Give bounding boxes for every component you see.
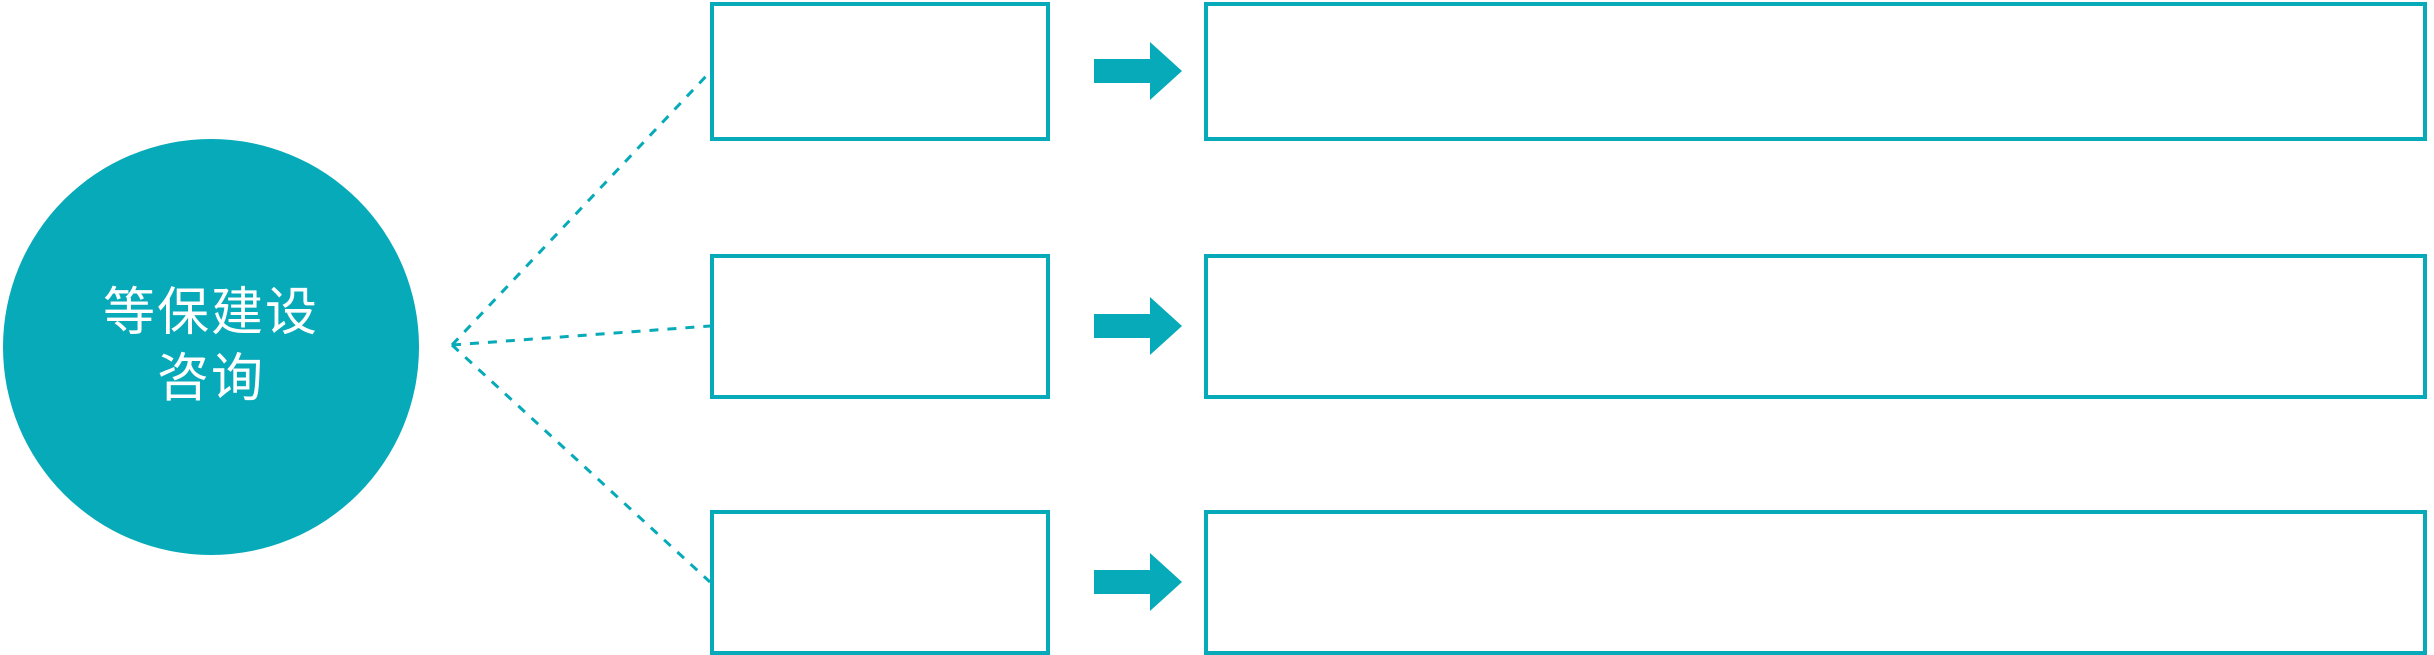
stage-box[interactable] bbox=[710, 510, 1050, 655]
stage-box[interactable] bbox=[710, 2, 1050, 141]
stage-box-label bbox=[714, 6, 1046, 26]
detail-box-label bbox=[1208, 6, 2423, 26]
right-block-arrow-icon bbox=[1094, 553, 1182, 611]
hub-label-line2: 咨询 bbox=[156, 350, 265, 408]
stage-box[interactable] bbox=[710, 254, 1050, 399]
right-block-arrow-icon bbox=[1094, 297, 1182, 355]
stage-box-label bbox=[714, 514, 1046, 534]
detail-box[interactable] bbox=[1204, 254, 2427, 399]
stage-box-label bbox=[714, 258, 1046, 278]
detail-box-label bbox=[1208, 514, 2423, 534]
right-block-arrow-icon bbox=[1094, 42, 1182, 100]
detail-box[interactable] bbox=[1204, 510, 2427, 655]
hub-circle[interactable]: 等保建设 咨询 bbox=[3, 139, 419, 555]
detail-box-label bbox=[1208, 258, 2423, 278]
hub-label-line1: 等保建设 bbox=[102, 284, 319, 343]
diagram-row bbox=[0, 252, 2434, 400]
diagram-row bbox=[0, 508, 2434, 655]
detail-box[interactable] bbox=[1204, 2, 2427, 141]
diagram-row bbox=[0, 0, 2434, 143]
